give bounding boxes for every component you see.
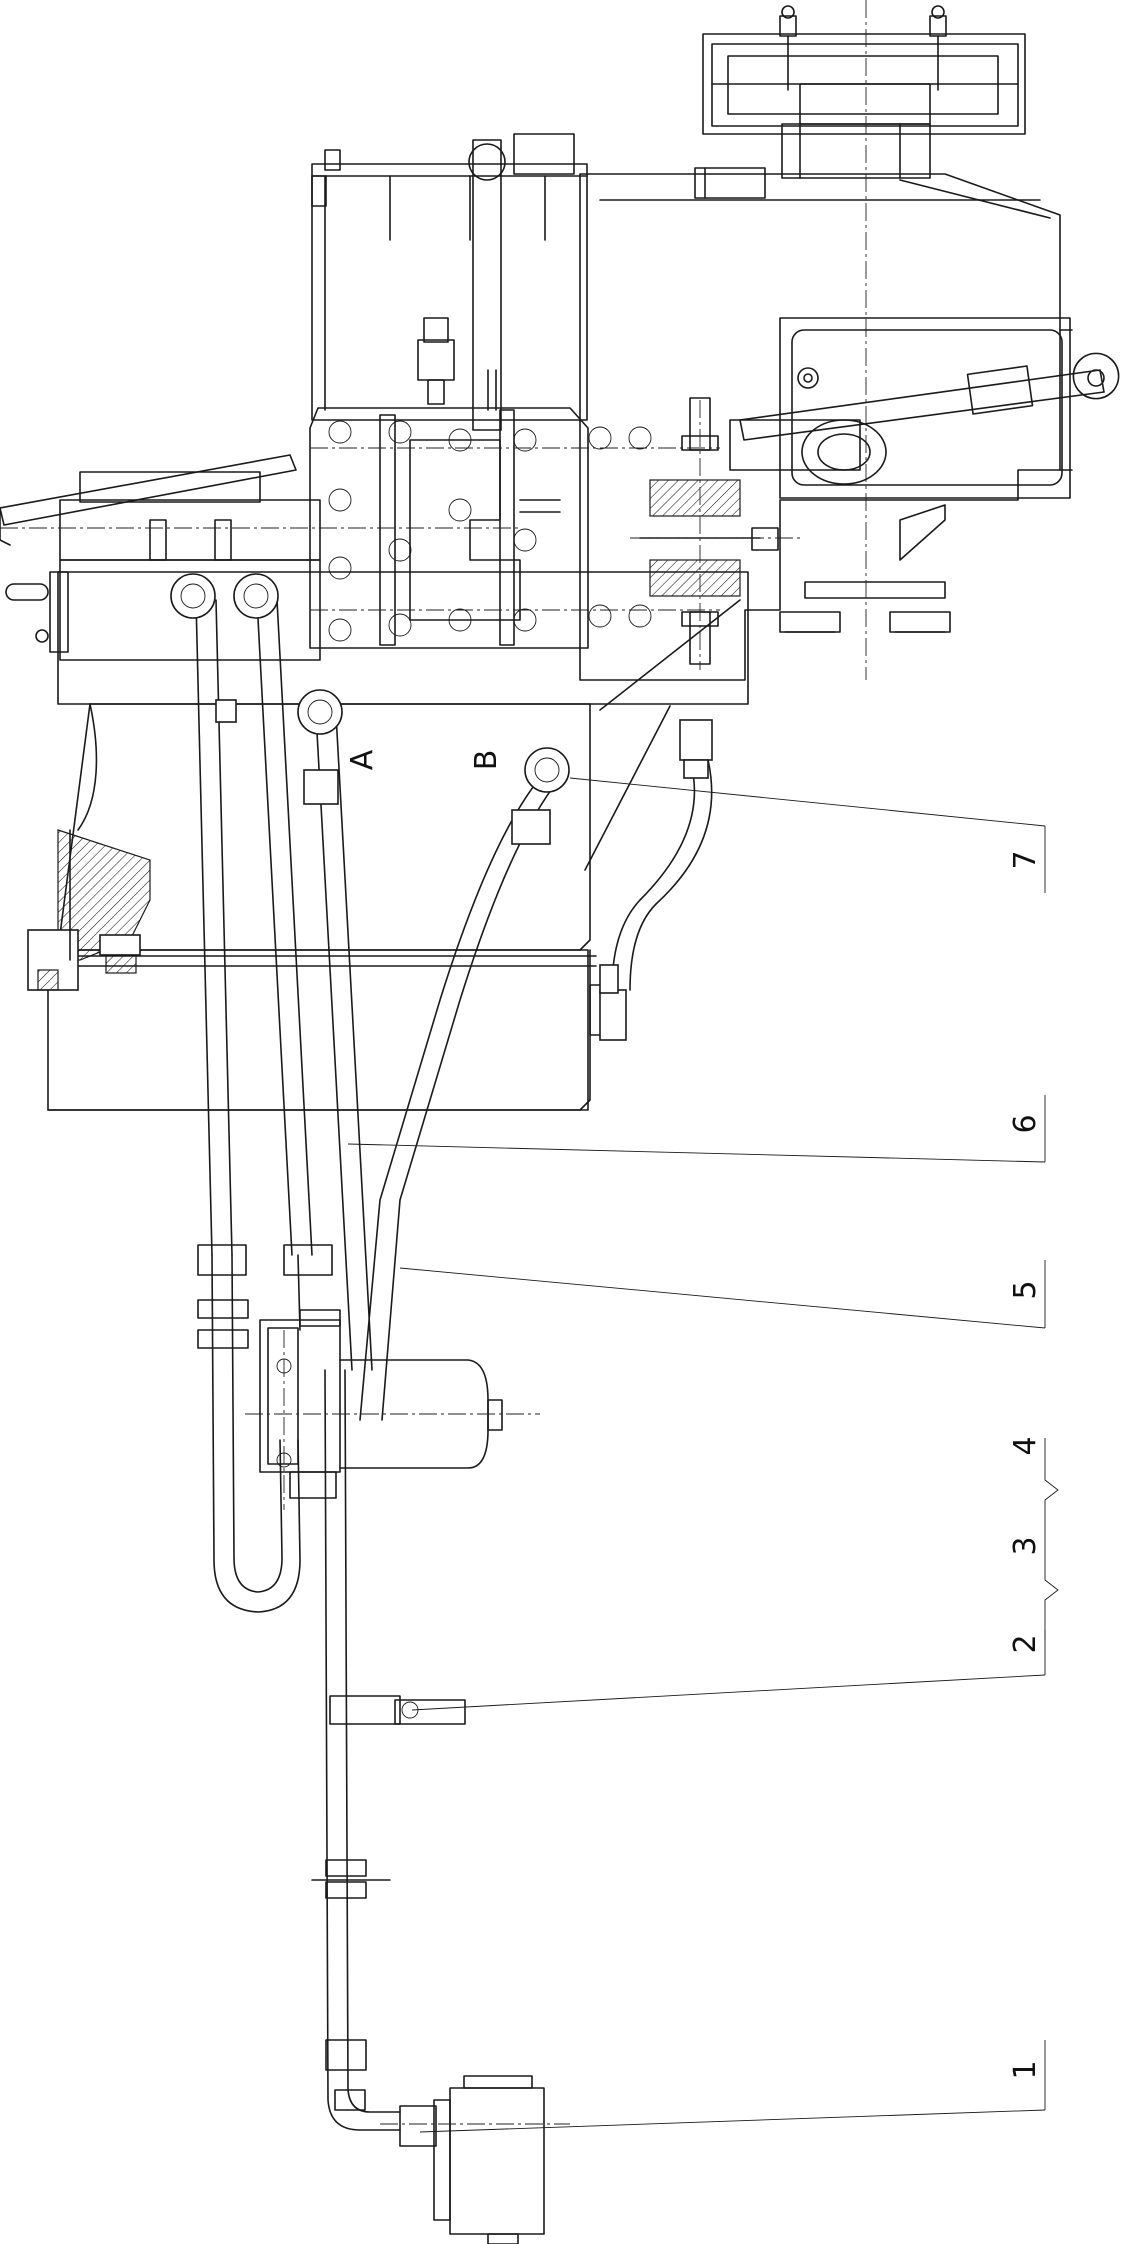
port-b-label: B	[469, 750, 504, 771]
foot-pedal	[0, 454, 520, 561]
pipe-clamp	[329, 1695, 466, 1725]
callout-leaders	[347, 777, 1059, 2133]
pushrod-assembly	[311, 133, 766, 431]
casting-body	[5, 559, 749, 1111]
callout-3: 3	[1008, 1536, 1043, 1555]
main-housing	[579, 173, 1073, 681]
top-flange-assembly	[702, 0, 1026, 680]
callout-4: 4	[1008, 1436, 1043, 1455]
flange-bolt	[929, 5, 947, 91]
cylinder-bracket	[245, 1319, 540, 1510]
callout-2: 2	[1008, 1634, 1043, 1653]
callout-6: 6	[1008, 1114, 1043, 1133]
flange-bolt	[779, 5, 797, 91]
valve-bolts	[328, 420, 652, 642]
hatched-coupling	[630, 397, 800, 670]
control-lever	[729, 352, 1120, 485]
callout-1: 1	[1008, 2060, 1043, 2079]
hydraulic-hoses	[170, 573, 713, 2131]
port-a-label: A	[345, 749, 380, 770]
bottom-fitting-block	[380, 2075, 570, 2244]
valve-body	[309, 407, 720, 649]
callout-7: 7	[1008, 850, 1043, 869]
callout-5: 5	[1008, 1280, 1043, 1299]
